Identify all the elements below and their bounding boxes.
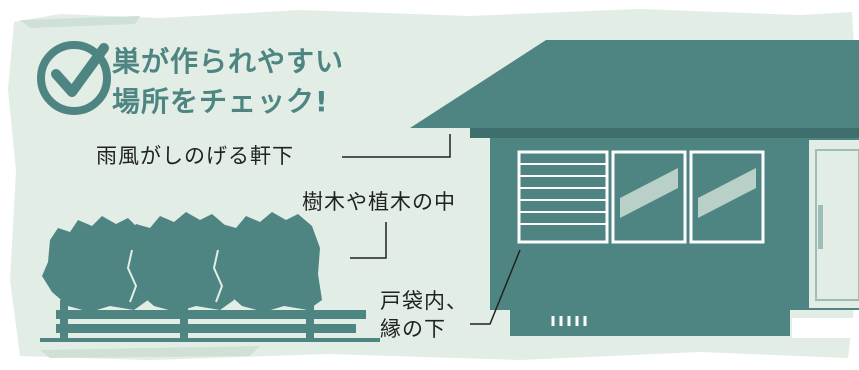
door: [809, 140, 859, 308]
shrub-right: [214, 212, 322, 312]
brush-edge-top: [20, 16, 140, 28]
leader-line-shutter: [470, 249, 521, 325]
label-shutter-line1: 戸袋内、: [380, 289, 468, 313]
leader-line-eaves: [342, 134, 451, 158]
check-circle-icon: [37, 41, 111, 115]
shrub-middle: [128, 212, 234, 312]
brush-edge-bottom: [40, 346, 260, 358]
shrubs: [42, 212, 322, 312]
title-line-2: 場所をチェック!: [112, 85, 329, 118]
roof-eave-shadow: [470, 128, 859, 138]
window-left: [611, 150, 687, 244]
label-trees: 樹木や植木の中: [302, 190, 456, 214]
underfloor-vent: [548, 314, 590, 328]
fence: [40, 300, 380, 342]
label-eaves: 雨風がしのげる軒下: [96, 144, 294, 168]
roof: [410, 40, 859, 128]
shrub-left: [42, 216, 148, 312]
leader-line-trees: [350, 222, 387, 259]
window-right: [689, 150, 765, 244]
label-shutter-line2: 縁の下: [380, 317, 446, 341]
title-line-1: 巣が作られやすい: [112, 45, 345, 78]
door-step: [792, 318, 859, 338]
shutter-box: [517, 150, 609, 244]
